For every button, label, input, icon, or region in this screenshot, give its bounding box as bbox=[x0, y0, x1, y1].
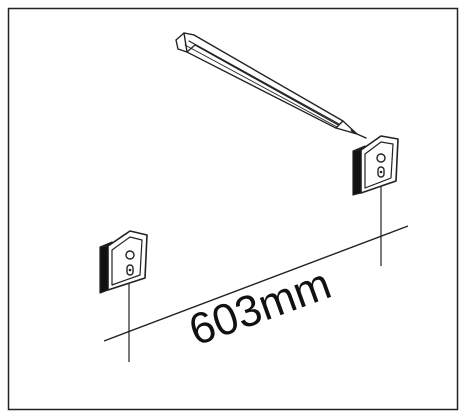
wall-guide-line bbox=[103, 225, 409, 342]
pencil-icon bbox=[175, 32, 367, 139]
left-bracket-icon bbox=[99, 230, 148, 294]
right-bracket-icon bbox=[352, 135, 399, 196]
